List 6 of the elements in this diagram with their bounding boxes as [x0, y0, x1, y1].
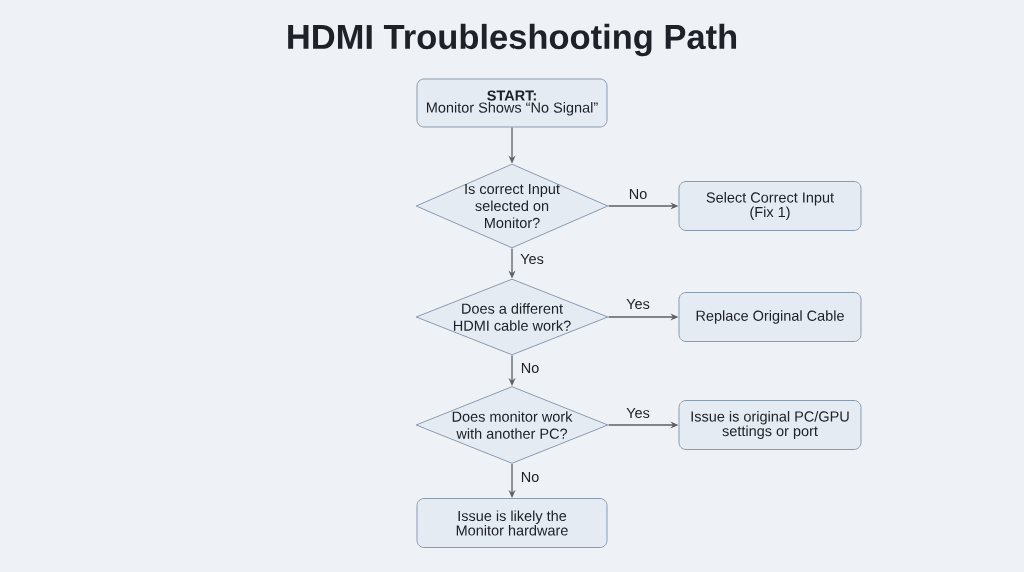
process-box: Select Correct Input (Fix 1): [678, 181, 862, 231]
process-box: Issue is original PC/GPU settings or port: [678, 400, 862, 450]
title: HDMI Troubleshooting Path: [288, 23, 737, 57]
process-box: Issue is likely the Monitor hardware: [416, 498, 608, 548]
start-box: START: Monitor Shows “No Signal”: [416, 78, 608, 128]
process-box: Replace Original Cable: [678, 292, 862, 342]
